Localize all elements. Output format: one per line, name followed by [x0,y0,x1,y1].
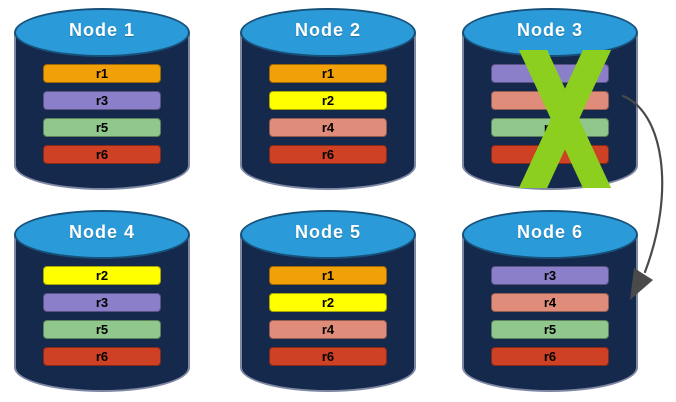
node-5-label: Node 5 [294,222,361,242]
shard-bar[interactable]: r3 [43,293,161,312]
shard-bar[interactable]: r6 [43,145,161,164]
shard-bar[interactable]: r1 [269,266,387,285]
node-2-label: Node 2 [294,20,361,40]
node-1-shard-list: r1 r3 r5 r6 [43,64,161,172]
shard-bar[interactable]: r3 [43,91,161,110]
shard-bar[interactable]: r1 [269,64,387,83]
node-6[interactable]: Node 6 r3 r4 r5 r6 [462,210,638,392]
cylinder-top [462,210,638,259]
node-3[interactable]: Node 3 r3 r4 r5 r6 [462,8,638,190]
shard-bar[interactable]: r5 [43,320,161,339]
shard-bar[interactable]: r6 [491,145,609,164]
node-4[interactable]: Node 4 r2 r3 r5 r6 [14,210,190,392]
shard-bar[interactable]: r6 [491,347,609,366]
node-1[interactable]: Node 1 r1 r3 r5 r6 [14,8,190,190]
shard-bar[interactable]: r4 [269,118,387,137]
node-4-shard-list: r2 r3 r5 r6 [43,266,161,374]
shard-bar[interactable]: r4 [491,293,609,312]
node-5-shard-list: r1 r2 r4 r6 [269,266,387,374]
shard-bar[interactable]: r4 [269,320,387,339]
node-5[interactable]: Node 5 r1 r2 r4 r6 [240,210,416,392]
shard-bar[interactable]: r6 [269,347,387,366]
shard-bar[interactable]: r6 [269,145,387,164]
node-2-shard-list: r1 r2 r4 r6 [269,64,387,172]
shard-bar[interactable]: r3 [491,64,609,83]
shard-bar[interactable]: r2 [43,266,161,285]
shard-bar[interactable]: r1 [43,64,161,83]
cylinder-top [14,210,190,259]
node-3-label: Node 3 [516,20,583,40]
node-6-label: Node 6 [516,222,583,242]
shard-bar[interactable]: r4 [491,91,609,110]
shard-bar[interactable]: r2 [269,91,387,110]
node-1-label: Node 1 [68,20,135,40]
shard-bar[interactable]: r5 [491,320,609,339]
cylinder-top [14,8,190,57]
shard-bar[interactable]: r2 [269,293,387,312]
shard-bar[interactable]: r5 [43,118,161,137]
node-3-shard-list: r3 r4 r5 r6 [491,64,609,172]
node-6-shard-list: r3 r4 r5 r6 [491,266,609,374]
shard-bar[interactable]: r3 [491,266,609,285]
node-2[interactable]: Node 2 r1 r2 r4 r6 [240,8,416,190]
cylinder-top [240,210,416,259]
shard-bar[interactable]: r6 [43,347,161,366]
cylinder-top [240,8,416,57]
shard-bar[interactable]: r5 [491,118,609,137]
node-4-label: Node 4 [68,222,135,242]
